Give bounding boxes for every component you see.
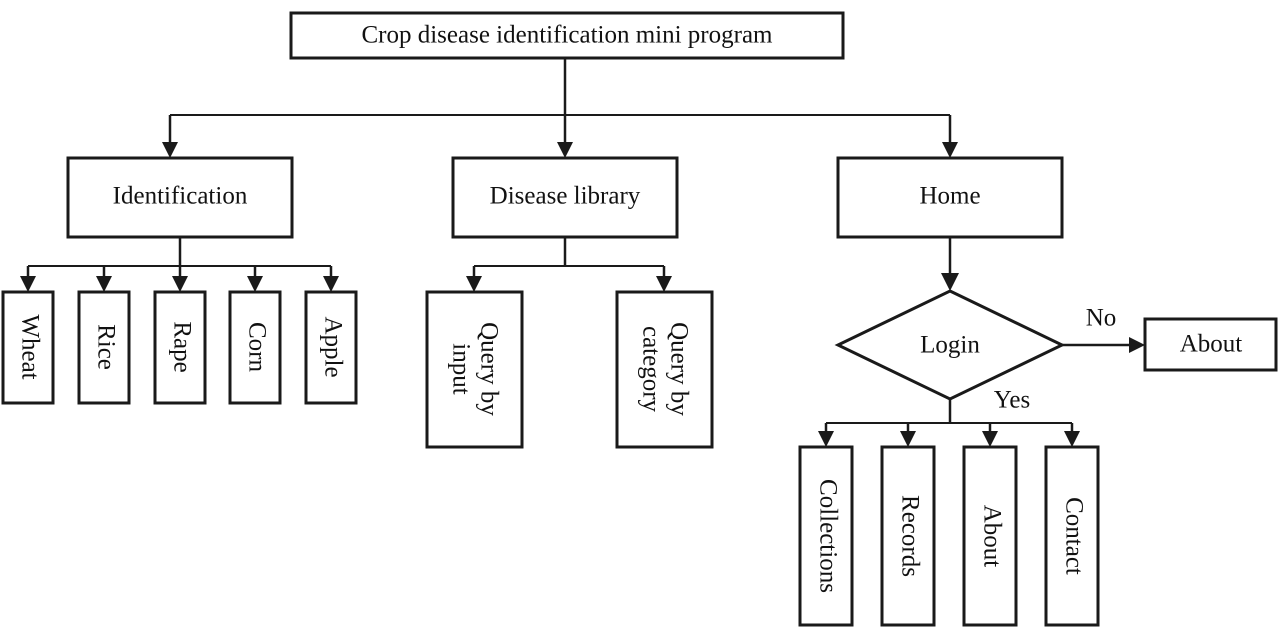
node-rape-label: Rape — [168, 321, 195, 372]
node-query-by-category-rect — [615, 290, 714, 449]
arrow-query-category — [656, 276, 672, 292]
arrow-identification — [162, 142, 178, 158]
node-wheat-label: Wheat — [16, 314, 43, 379]
node-rape-rect — [153, 290, 207, 405]
connector-group-disease-library — [466, 237, 672, 292]
node-collections[interactable]: Collections — [798, 445, 854, 627]
node-disease-library[interactable]: Disease library — [451, 156, 679, 239]
arrow-records — [900, 431, 916, 447]
arrow-rice — [96, 276, 112, 292]
arrow-login — [941, 273, 959, 291]
node-query-by-category[interactable]: Query by category — [615, 290, 714, 449]
arrow-rape — [172, 276, 188, 292]
node-login-decision[interactable]: Login — [834, 289, 1066, 401]
node-about-no[interactable]: About — [1143, 317, 1278, 372]
node-query-by-category-label-line1: Query by — [665, 322, 692, 416]
node-root-title-label: Crop disease identification mini program — [361, 22, 773, 49]
node-root-title-rect — [289, 11, 845, 60]
node-rice-rect — [77, 290, 131, 405]
node-rice-label: Rice — [92, 324, 119, 370]
node-home[interactable]: Home — [836, 156, 1064, 239]
node-login-diamond — [834, 289, 1066, 401]
node-query-by-input[interactable]: Query by input — [425, 290, 524, 449]
node-apple-label: Apple — [319, 316, 346, 377]
node-about-no-rect — [1143, 317, 1278, 372]
node-query-by-category-label-line2: category — [637, 326, 664, 413]
node-apple[interactable]: Apple — [304, 290, 358, 405]
node-query-by-input-label-line2: input — [447, 343, 474, 394]
arrow-apple — [323, 276, 339, 292]
node-collections-label: Collections — [814, 479, 841, 593]
node-records[interactable]: Records — [880, 445, 936, 627]
node-records-rect — [880, 445, 936, 627]
arrow-home — [942, 142, 958, 158]
connector-group-identification — [20, 237, 339, 292]
node-contact-label: Contact — [1060, 497, 1087, 575]
node-contact-rect — [1044, 445, 1100, 627]
node-about-yes[interactable]: About — [962, 445, 1018, 627]
node-records-label: Records — [896, 495, 923, 577]
node-root-title[interactable]: Crop disease identification mini program — [289, 11, 845, 60]
arrow-contact — [1064, 431, 1080, 447]
arrow-about-yes — [982, 431, 998, 447]
node-rape[interactable]: Rape — [153, 290, 207, 405]
node-contact[interactable]: Contact — [1044, 445, 1100, 627]
arrow-wheat — [20, 276, 36, 292]
arrow-collections — [818, 431, 834, 447]
edge-label-no: No — [1086, 305, 1117, 332]
node-identification-label: Identification — [113, 183, 248, 210]
node-wheat-rect — [1, 290, 55, 405]
node-home-label: Home — [919, 183, 980, 210]
node-query-by-input-label-line1: Query by — [475, 322, 502, 416]
node-rice[interactable]: Rice — [77, 290, 131, 405]
node-identification[interactable]: Identification — [66, 156, 294, 239]
node-corn-label: Corn — [243, 322, 270, 373]
node-corn[interactable]: Corn — [228, 290, 282, 405]
node-collections-rect — [798, 445, 854, 627]
node-query-by-input-rect — [425, 290, 524, 449]
node-wheat[interactable]: Wheat — [1, 290, 55, 405]
node-about-no-label: About — [1180, 331, 1243, 358]
connector-group-root — [162, 58, 958, 158]
arrow-query-input — [466, 276, 482, 292]
arrow-about-no — [1129, 337, 1145, 353]
node-disease-library-rect — [451, 156, 679, 239]
arrow-corn — [247, 276, 263, 292]
node-disease-library-label: Disease library — [490, 183, 641, 210]
node-identification-rect — [66, 156, 294, 239]
node-corn-rect — [228, 290, 282, 405]
node-home-rect — [836, 156, 1064, 239]
node-login-label: Login — [920, 332, 980, 359]
connector-group-home — [818, 237, 1145, 447]
node-about-yes-label: About — [978, 505, 1005, 568]
node-about-yes-rect — [962, 445, 1018, 627]
node-apple-rect — [304, 290, 358, 405]
edge-label-yes: Yes — [994, 387, 1030, 414]
arrow-disease-library — [557, 142, 573, 158]
